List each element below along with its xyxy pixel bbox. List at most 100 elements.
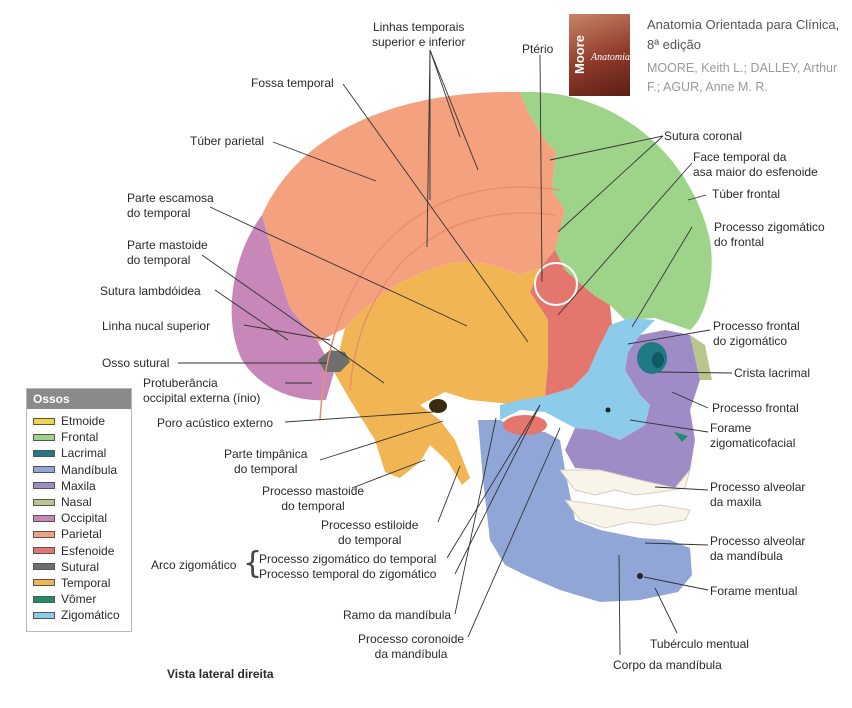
vomer-bone xyxy=(674,432,688,442)
legend-item: Temporal xyxy=(27,575,131,591)
leader-lines xyxy=(178,49,733,656)
legend-item: Lacrimal xyxy=(27,445,131,461)
legend-item-label: Lacrimal xyxy=(61,446,107,461)
book-authors: MOORE, Keith L.; DALLEY, Arthur F.; AGUR… xyxy=(647,61,838,94)
label-proc-alveolar-maxila: Processo alveolar da maxila xyxy=(710,480,806,509)
occipital-bone xyxy=(231,215,334,401)
legend-swatch xyxy=(33,595,55,603)
maxilla-bone xyxy=(565,330,700,488)
legend-swatch xyxy=(33,449,55,457)
label-fossa-temporal: Fossa temporal xyxy=(251,76,334,90)
label-proc-alveolar-mandibula: Processo alveolar da mandíbula xyxy=(710,534,806,563)
legend-item-label: Esfenoide xyxy=(61,543,115,558)
label-proc-zig-temporal: Processo zigomático do temporal xyxy=(259,552,437,566)
legend-swatch xyxy=(33,417,55,425)
legend-item-label: Nasal xyxy=(61,495,92,510)
legend-item-label: Maxila xyxy=(61,478,96,493)
label-osso-sutural: Osso sutural xyxy=(102,356,170,370)
label-proc-temp-zigomatico: Processo temporal do zigomático xyxy=(259,567,437,581)
legend-item-label: Zigomático xyxy=(61,608,120,623)
legend-swatch xyxy=(33,579,55,587)
legend-item-label: Sutural xyxy=(61,559,100,574)
book-cover-thumbnail: Moore Anatomia xyxy=(569,14,630,96)
legend-item: Zigomático xyxy=(27,607,131,623)
temporal-lines xyxy=(319,186,561,421)
legend-item: Sutural xyxy=(27,559,131,575)
legend-swatch xyxy=(33,482,55,490)
label-linhas-temporais: Linhas temporais superior e inferior xyxy=(372,20,466,49)
parietal-bone xyxy=(262,91,565,342)
label-arco-zigomatico: Arco zigomático xyxy=(151,558,237,572)
label-linha-nucal-superior: Linha nucal superior xyxy=(102,319,211,333)
legend-item-label: Parietal xyxy=(61,527,102,542)
legend-item: Frontal xyxy=(27,429,131,445)
label-parte-timpanica: Parte timpânica do temporal xyxy=(224,447,308,476)
legend-swatch xyxy=(33,611,55,619)
mental-foramen xyxy=(637,573,643,579)
label-forame-mentual: Forame mentual xyxy=(710,584,798,598)
legend-swatch xyxy=(33,498,55,506)
temporal-bone xyxy=(334,261,548,485)
label-ramo-mandibula: Ramo da mandíbula xyxy=(343,608,452,622)
book-title: Anatomia Orientada para Clínica, 8ª ediç… xyxy=(647,17,840,52)
acoustic-meatus xyxy=(429,399,447,413)
zygomaticofacial-foramen xyxy=(605,407,611,413)
legend-item-label: Temporal xyxy=(61,575,111,590)
label-tuberculo-mentual: Tubérculo mentual xyxy=(650,637,749,651)
label-proc-frontal-zigomatico: Processo frontal do zigomático xyxy=(713,319,800,348)
pterion-circle xyxy=(534,262,578,306)
label-sutura-lambdoidea: Sutura lambdóidea xyxy=(100,284,201,298)
legend-item-label: Mandíbula xyxy=(61,462,118,477)
legend-item: Esfenoide xyxy=(27,543,131,559)
temporal-lines-inner xyxy=(349,212,556,391)
lower-teeth xyxy=(563,499,691,529)
legend-swatch xyxy=(33,433,55,441)
book-cover-brand: Anatomia xyxy=(591,52,630,63)
legend-item: Nasal xyxy=(27,494,131,510)
legend-title: Ossos xyxy=(27,389,131,409)
brace-symbol: { xyxy=(243,546,263,581)
label-protuberancia: Protuberância occipital externa (ínio) xyxy=(143,376,261,405)
label-processo-estiloide: Processo estiloide do temporal xyxy=(321,518,419,547)
label-crista-lacrimal: Crista lacrimal xyxy=(734,366,811,380)
legend-item-label: Vômer xyxy=(61,592,97,607)
label-poro-acustico: Poro acústico externo xyxy=(157,416,274,430)
lacrimal-bone xyxy=(652,352,664,368)
label-parte-escamosa: Parte escamosa do temporal xyxy=(127,191,214,220)
label-proc-zigomatico-frontal: Processo zigomático do frontal xyxy=(714,220,825,249)
zygomatic-bone xyxy=(500,318,655,440)
legend-item: Maxila xyxy=(27,478,131,494)
sphenoid-bone xyxy=(530,250,612,396)
label-pterio: Ptério xyxy=(522,42,554,56)
frontal-bone xyxy=(520,91,712,330)
legend-item-label: Occipital xyxy=(61,511,108,526)
legend-swatch xyxy=(33,563,55,571)
legend-swatch xyxy=(33,466,55,474)
legend-swatch xyxy=(33,547,55,555)
legend-item-label: Frontal xyxy=(61,430,99,445)
view-caption: Vista lateral direita xyxy=(167,667,274,681)
legend-item: Etmoide xyxy=(27,413,131,429)
label-processo-coronoide: Processo coronoide da mandíbula xyxy=(358,632,465,661)
mandible-bone xyxy=(478,420,692,602)
label-corpo-mandibula: Corpo da mandíbula xyxy=(613,658,722,672)
label-forame-zigomaticofacial: Forame zigomaticofacial xyxy=(710,421,796,450)
book-cover-author: Moore xyxy=(572,35,587,74)
label-tuber-parietal: Túber parietal xyxy=(190,134,265,148)
upper-teeth xyxy=(559,469,691,496)
mandibular-condyle xyxy=(503,415,547,435)
legend-item: Parietal xyxy=(27,526,131,542)
legend-item-label: Etmoide xyxy=(61,414,106,429)
legend-swatch xyxy=(33,530,55,538)
label-processo-mastoide: Processo mastoide do temporal xyxy=(262,484,365,513)
legend-item: Vômer xyxy=(27,591,131,607)
label-tuber-frontal: Túber frontal xyxy=(712,187,781,201)
label-sutura-coronal: Sutura coronal xyxy=(664,129,743,143)
legend-item: Mandíbula xyxy=(27,462,131,478)
nasal-bone xyxy=(690,335,712,380)
legend-swatch xyxy=(33,514,55,522)
label-parte-mastoide: Parte mastoide do temporal xyxy=(127,238,208,267)
